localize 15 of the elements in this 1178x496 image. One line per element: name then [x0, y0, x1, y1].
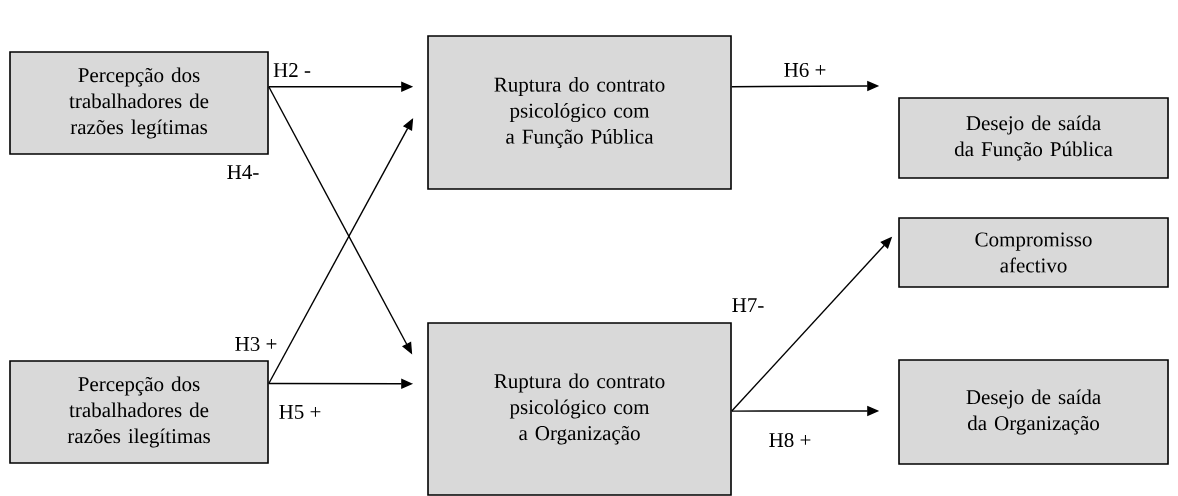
concept-box: Percepção dos trabalhadores de razões ilegítimas	[9, 360, 269, 464]
concept-box: Desejo de saída da Organização	[898, 359, 1169, 465]
edge-label: H4-	[225, 164, 261, 180]
concept-box: Compromisso afectivo	[898, 217, 1169, 288]
edge-label: H5 +	[277, 404, 323, 420]
arrow	[268, 118, 414, 385]
edge-label: H3 +	[233, 335, 279, 353]
edge-label: H2 -	[272, 62, 312, 78]
edge-label: H8 +	[767, 431, 813, 449]
edge-label: H7-	[730, 297, 766, 313]
concept-box: Ruptura do contrato psicológico com a Organização	[427, 322, 732, 496]
edge-label: H6 +	[782, 61, 828, 79]
concept-box: Ruptura do contrato psicológico com a Função Pública	[427, 35, 732, 190]
concept-box: Percepção dos trabalhadores de razões legítimas	[9, 51, 269, 155]
concept-box: Desejo de saída da Função Pública	[898, 97, 1169, 179]
